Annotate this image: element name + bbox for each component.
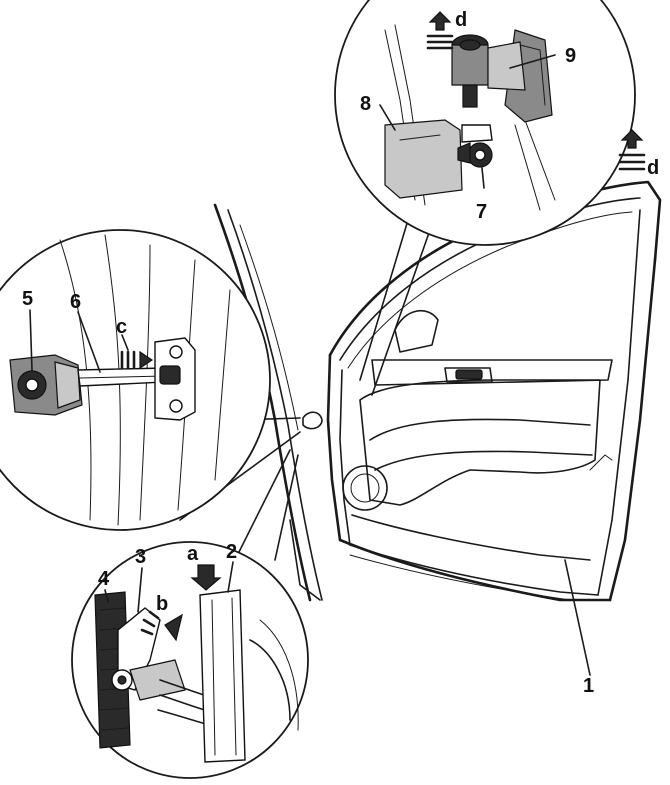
callout-a: a: [187, 543, 199, 565]
callout-b: b: [156, 593, 168, 615]
hinge-detail-bubble: [334, 0, 636, 246]
check-strap-detail-bubble: [0, 229, 271, 531]
car-door-illustration: [213, 180, 662, 602]
callout-9: 9: [565, 45, 576, 67]
callout-c: c: [116, 316, 127, 338]
callout-d-right: d: [647, 157, 659, 179]
callout-5: 5: [22, 288, 33, 310]
connector-detail-bubble: [71, 541, 309, 779]
callout-4: 4: [98, 568, 110, 590]
callout-3: 3: [135, 546, 146, 568]
callout-1: 1: [583, 675, 594, 697]
callout-7: 7: [476, 201, 487, 223]
callout-2: 2: [226, 541, 237, 563]
callout-d-top: d: [455, 9, 467, 31]
callout-6: 6: [70, 291, 81, 313]
leader-line-1: [564, 559, 591, 676]
arrow-d-right: [618, 129, 646, 171]
callout-8: 8: [360, 93, 371, 115]
